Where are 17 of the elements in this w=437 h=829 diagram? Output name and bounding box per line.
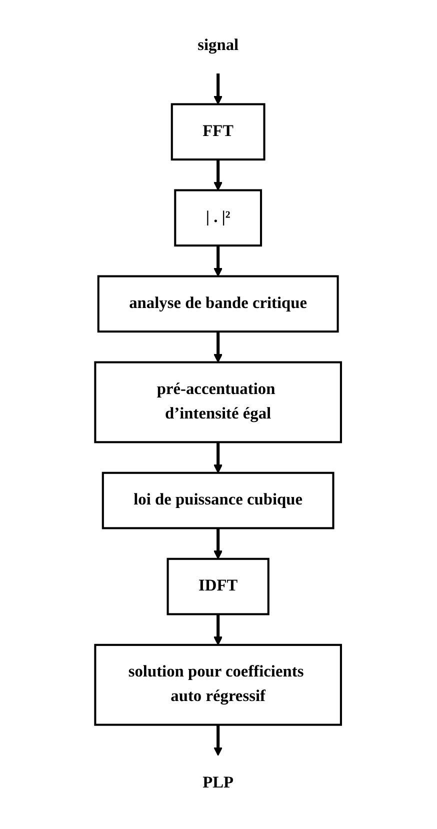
node-box: solution pour coefficients auto régressif	[94, 644, 342, 726]
arrow	[214, 724, 223, 756]
arrow	[214, 246, 223, 277]
arrow	[214, 528, 223, 560]
node-box: FFT	[171, 103, 266, 161]
arrow	[214, 160, 223, 191]
node-box: loi de puissance cubique	[102, 472, 335, 530]
arrow	[214, 74, 223, 105]
arrow	[214, 442, 223, 474]
arrow	[214, 614, 223, 646]
node-box: pré-accentuation d’intensité égal	[94, 361, 342, 444]
node-text: signal	[198, 36, 239, 54]
node-box: analyse de bande critique	[98, 275, 340, 333]
node-box: | . |²	[174, 189, 262, 247]
node-box: IDFT	[167, 558, 270, 616]
arrow	[214, 332, 223, 363]
node-text: PLP	[203, 774, 234, 792]
